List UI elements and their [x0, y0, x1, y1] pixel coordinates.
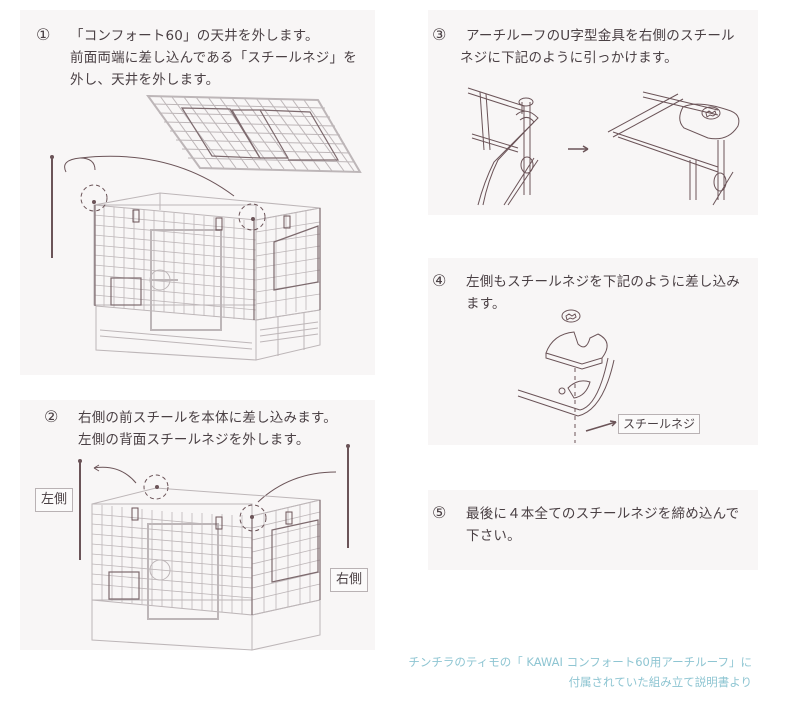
step-1-line-3: 外し、天井を外します。 [70, 72, 220, 88]
step-4-number: ④ [432, 271, 447, 290]
step-2-line-1: 右側の前スチールを本体に差し込みます。 [78, 410, 337, 426]
source-caption: チンチラのティモの「 KAWAI コンフォート60用アーチルーフ」に 付属されて… [408, 652, 752, 692]
step-4-line-1: 左側もスチールネジを下記のように差し込み [466, 274, 740, 290]
step-1-instructions: ① 「コンフォート60」の天井を外します。 前面両端に差し込んである「スチールネジ… [36, 24, 357, 91]
step-4-instructions: ④ 左側もスチールネジを下記のように差し込み ます。 [432, 270, 740, 315]
caption-line-2: 付属されていた組み立て説明書より [568, 675, 752, 689]
step-5-line-2: 下さい。 [466, 528, 521, 544]
step-2-line-2: 左側の背面スチールネジを外します。 [78, 432, 310, 448]
step-3-panel: ③ アーチルーフのU字型金具を右側のスチール ネジに下記のように引っかけます。 [428, 10, 758, 215]
step-1-panel: ① 「コンフォート60」の天井を外します。 前面両端に差し込んである「スチールネジ… [20, 10, 375, 375]
step-2-panel: ② 右側の前スチールを本体に差し込みます。 左側の背面スチールネジを外します。 左… [20, 400, 375, 651]
step-2-instructions: ② 右側の前スチールを本体に差し込みます。 左側の背面スチールネジを外します。 [44, 406, 337, 451]
roof-panel-illustration [50, 94, 362, 361]
step-3-number: ③ [432, 25, 447, 44]
step-1-line-2: 前面両端に差し込んである「スチールネジ」を [70, 50, 357, 66]
caption-line-1: チンチラのティモの「 KAWAI コンフォート60用アーチルーフ」に [408, 655, 752, 669]
step-2-number: ② [44, 407, 59, 426]
step-3-line-1: アーチルーフのU字型金具を右側のスチール [466, 28, 735, 44]
left-side-label: 左側 [35, 488, 74, 512]
step-5-line-1: 最後に４本全てのスチールネジを締め込んで [466, 506, 740, 522]
steel-screw-callout: スチールネジ [618, 414, 701, 434]
left-screw-insert-illustration [517, 309, 617, 443]
step-1-number: ① [36, 25, 51, 44]
step-4-panel: ④ 左側もスチールネジを下記のように差し込み ます。 スチールネジ [428, 258, 758, 445]
step-5-instructions: ⑤ 最後に４本全てのスチールネジを締め込んで 下さい。 [432, 502, 739, 547]
step-3-instructions: ③ アーチルーフのU字型金具を右側のスチール ネジに下記のように引っかけます。 [432, 24, 735, 69]
u-bracket-hook-illustration [467, 87, 740, 206]
cage-step-2-illustration [78, 444, 350, 651]
step-5-number: ⑤ [432, 503, 447, 522]
step-5-panel: ⑤ 最後に４本全てのスチールネジを締め込んで 下さい。 [428, 490, 758, 570]
step-1-line-1: 「コンフォート60」の天井を外します。 [70, 28, 319, 44]
right-side-label: 右側 [330, 568, 369, 592]
step-4-line-2: ます。 [466, 296, 506, 312]
step-3-line-2: ネジに下記のように引っかけます。 [460, 50, 678, 66]
